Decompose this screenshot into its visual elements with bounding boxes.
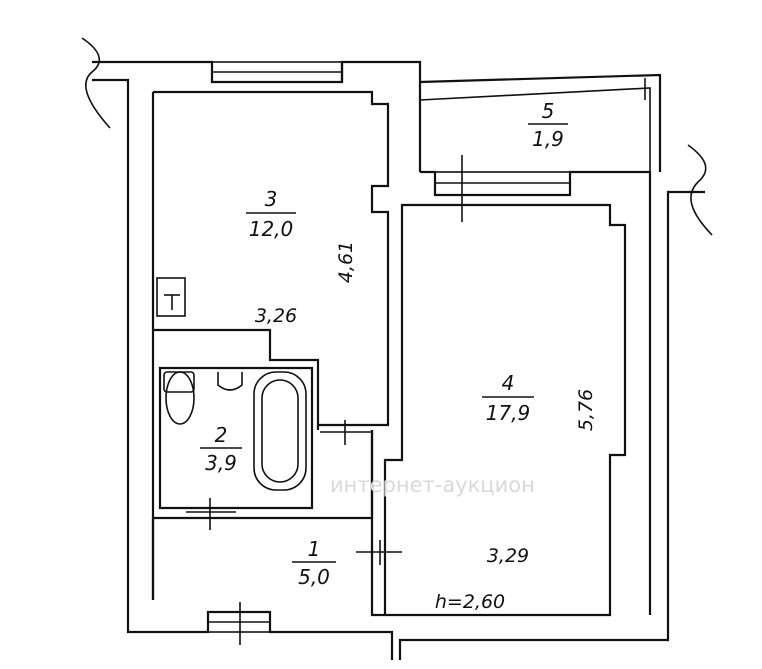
- room-4-label: 4 17,9: [482, 371, 534, 425]
- dimension-room4-length: 5,76: [575, 389, 597, 431]
- exterior-walls: [92, 60, 705, 660]
- room-2-label: 2 3,9: [200, 423, 242, 475]
- windows: [207, 61, 571, 633]
- room-5-label: 5 1,9: [528, 99, 568, 151]
- room-4-walls: [370, 203, 627, 617]
- break-line-right: [687, 144, 713, 236]
- balcony-outline: [419, 73, 662, 172]
- svg-text:2: 2: [215, 423, 228, 447]
- ceiling-height: h=2,60: [435, 591, 505, 613]
- dimension-room4-width: 3,29: [487, 545, 529, 567]
- svg-text:3,9: 3,9: [205, 451, 237, 475]
- svg-text:17,9: 17,9: [486, 401, 531, 425]
- svg-text:1,9: 1,9: [532, 127, 564, 151]
- break-line-top-left: [81, 37, 111, 129]
- room-1-label: 1 5,0: [292, 537, 336, 589]
- svg-text:4: 4: [502, 371, 515, 395]
- svg-text:12,0: 12,0: [249, 217, 294, 241]
- dimension-room3-length: 4,61: [335, 241, 357, 283]
- svg-text:5,0: 5,0: [298, 565, 330, 589]
- svg-text:5: 5: [542, 99, 555, 123]
- room-2-walls: [158, 366, 314, 510]
- room-3-label: 3 12,0: [246, 187, 296, 241]
- svg-text:1: 1: [308, 537, 321, 561]
- watermark-text: интернет-аукцион: [330, 473, 535, 497]
- svg-text:3: 3: [265, 187, 278, 211]
- dimension-room3-width: 3,26: [255, 305, 297, 327]
- door-marks: [186, 155, 463, 645]
- room-3-walls: [153, 90, 390, 430]
